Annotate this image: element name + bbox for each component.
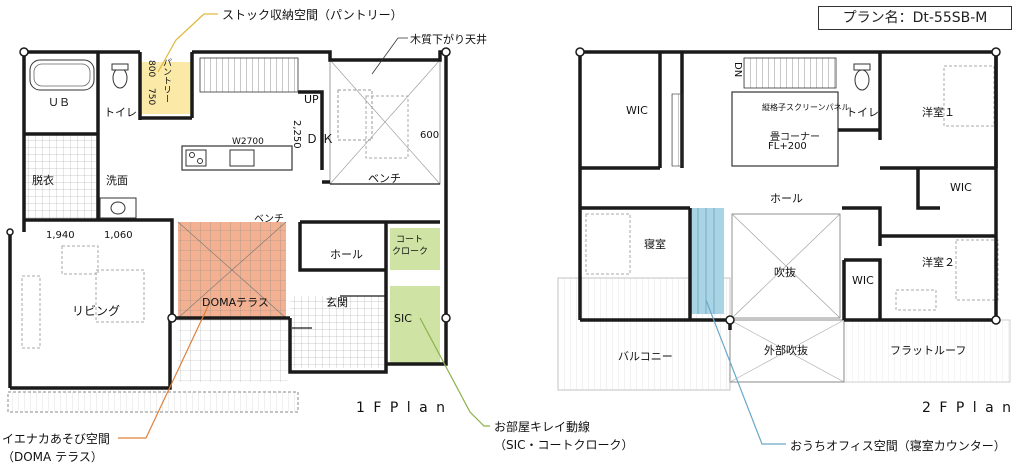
f1-dk: Ｄ Ｋ [306, 132, 334, 146]
f1-entrance: 玄関 [326, 296, 348, 309]
f1-d800: 800 [146, 60, 156, 78]
f2-tatami2: FL+200 [768, 141, 807, 152]
f1-d1940: 1,940 [46, 230, 75, 241]
f2-wic3: WIC [852, 274, 874, 287]
f2-toilet: トイレ [846, 106, 879, 119]
f2-ext-void: 外部吹抜 [764, 344, 808, 357]
pantry-leader [157, 13, 205, 73]
f2-room1: 洋室１ [922, 106, 955, 119]
void-box [731, 213, 841, 319]
f1-coat2: クローク [392, 247, 429, 257]
f2-tatami1: 畳コーナー [770, 132, 820, 143]
f1-toilet: トイレ [104, 106, 137, 119]
office-zone [690, 208, 724, 314]
f2-wic2: WIC [950, 181, 972, 194]
doma-callout-line1: イエナカあそび空間 [2, 432, 110, 446]
f2-dn: DN [732, 62, 743, 78]
entrance-tile [290, 296, 386, 368]
f2-wic1: WIC [626, 104, 648, 117]
clean-callout-line2: （SIC・コートクローク） [494, 438, 634, 452]
clean-leader [419, 317, 490, 427]
f1-coat1: コート [396, 235, 424, 245]
f1-up: UP [304, 93, 319, 106]
f1-d750: 750 [146, 88, 156, 106]
f1-walls [8, 50, 448, 390]
f1-living: リビング [72, 304, 121, 318]
office-leader [705, 299, 786, 445]
f1-plan-label: 1 F P l a n [356, 400, 447, 416]
f2-plan-label: 2 F P l a n [922, 400, 1013, 416]
f1-w2700: W2700 [232, 137, 264, 147]
f1-d1060: 1,060 [104, 230, 133, 241]
f1-d2250: 2,250 [291, 120, 302, 149]
f2-hall: ホール [770, 192, 803, 205]
pantry-zone [140, 62, 192, 114]
ceiling-leader [371, 37, 408, 75]
clean-callout-line1: お部屋キレイ動線 [494, 420, 591, 434]
f1-bench2: ベンチ [254, 214, 284, 225]
bathtub [29, 59, 95, 91]
floor1-plan [6, 13, 490, 439]
doma-callout-line2: （DOMA テラス） [2, 450, 103, 464]
sic-zone [390, 286, 440, 364]
pantry-callout: ストック収納空間（パントリー） [222, 8, 403, 22]
floor2-plan [557, 47, 1011, 445]
f2-stairs [743, 57, 837, 89]
f2-room2: 洋室２ [922, 256, 955, 269]
f2-balcony: バルコニー [618, 350, 673, 363]
office-callout: おうちオフィス空間（寝室カウンター） [790, 439, 1006, 453]
f2-void: 吹抜 [774, 266, 796, 279]
coat-zone [390, 228, 440, 270]
f1-sic: SIC [394, 312, 412, 325]
f1-ub: ＵＢ [48, 96, 70, 109]
f1-deck-hatch [8, 392, 298, 412]
f1-bench1: ベンチ [368, 172, 401, 185]
f2-flat-roof: フラットルーフ [890, 344, 967, 357]
f1-washroom: 洗面 [106, 174, 128, 187]
porch-tile [178, 318, 288, 382]
f1-stairs [199, 57, 299, 93]
f1-hall: ホール [330, 248, 363, 261]
doma-leader [118, 301, 211, 439]
ceiling-callout: 木質下がり天井 [410, 33, 487, 46]
f1-pantry: パントリー [161, 58, 171, 103]
f1-dressing: 脱衣 [32, 174, 54, 187]
plan-name-label: プラン名：Dt-55SB-M [818, 6, 1012, 30]
f2-screen: 縦格子スクリーンパネル [762, 103, 850, 112]
f1-d600: 600 [420, 130, 440, 141]
f2-bedroom: 寝室 [644, 238, 666, 251]
dressing-tile [26, 134, 98, 220]
f1-doma: DOMAテラス [202, 296, 269, 309]
flat-roof [843, 319, 1011, 383]
